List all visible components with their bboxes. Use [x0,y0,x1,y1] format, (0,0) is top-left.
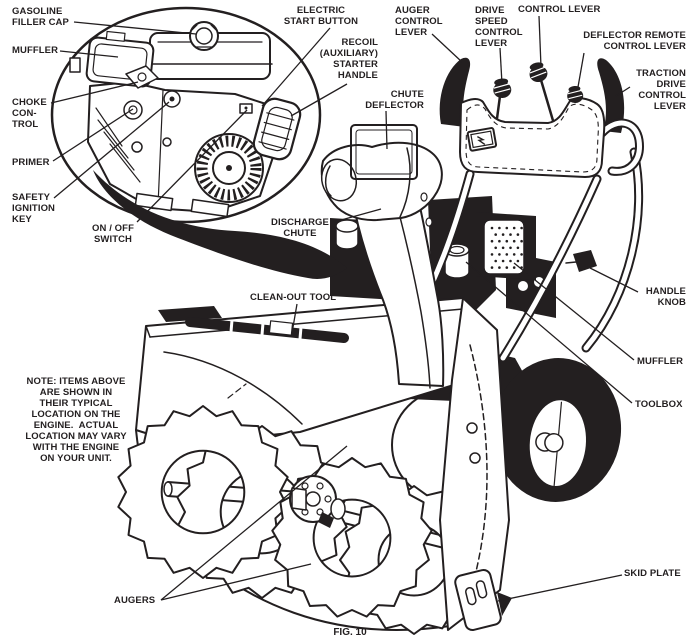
label-safety-ignition-key: SAFETY IGNITION KEY [12,192,56,225]
label-primer: PRIMER [12,157,50,168]
engine-inset-artwork [50,6,347,279]
handle-panel-artwork [439,57,644,178]
label-on-off-switch: ON / OFF SWITCH [92,223,134,245]
label-toolbox: TOOLBOX [635,399,683,410]
label-muffler-machine: MUFFLER [637,356,684,367]
housing-side-panel-artwork [439,297,512,632]
muffler-machine-artwork [476,212,536,280]
label-traction-drive-control-lever: TRACTION DRIVE CONTROL LEVER [636,68,686,112]
starter-handle-artwork [252,97,302,161]
note-text: NOTE: ITEMS ABOVE ARE SHOWN IN THEIR TYP… [25,376,127,464]
leader-lines [50,15,639,602]
label-discharge-chute: DISCHARGE CHUTE [271,217,329,239]
primer-artwork [123,100,143,120]
label-electric-start-button: ELECTRIC START BUTTON [283,5,359,27]
label-gasoline-filler-cap: GASOLINE FILLER CAP [12,6,69,28]
label-chute-deflector: CHUTE DEFLECTOR [365,89,424,111]
ignition-symbol [477,135,486,145]
chute-artwork [320,124,445,389]
skid-plate-artwork [454,568,502,632]
label-drive-speed-control-lever: DRIVE SPEED CONTROL LEVER [475,5,523,49]
cleanout-tool-artwork [158,306,349,343]
toolbox-artwork [444,243,470,279]
label-handle-knob: HANDLE KNOB [645,286,686,308]
label-auger-control-lever: AUGER CONTROL LEVER [395,5,443,38]
label-choke-control: CHOKE CON- TROL [12,97,47,130]
handle-knob-artwork [565,250,597,272]
deflector-remote-knob [567,85,584,104]
label-control-lever: CONTROL LEVER [518,4,601,15]
recoil-starter-artwork [194,133,264,203]
label-muffler-engine: MUFFLER [12,45,59,56]
gasoline-filler-cap-artwork [189,21,219,51]
label-deflector-remote-control-lever: DEFLECTOR REMOTE CONTROL LEVER [583,30,686,52]
label-skid-plate: SKID PLATE [624,568,681,579]
ignition-key-plate [466,127,498,152]
control-lever-knob [529,62,548,83]
label-augers: AUGERS [114,595,156,606]
label-clean-out-tool: CLEAN-OUT TOOL [250,292,337,303]
drive-speed-knob [493,78,512,99]
shadow-swoosh [93,170,347,279]
figure-caption: FIG. 10 [333,627,367,638]
label-recoil-starter-handle: RECOIL (AUXILIARY) STARTER HANDLE [319,37,378,81]
traction-lever-artwork [597,58,625,134]
wheel-artwork [492,358,622,502]
